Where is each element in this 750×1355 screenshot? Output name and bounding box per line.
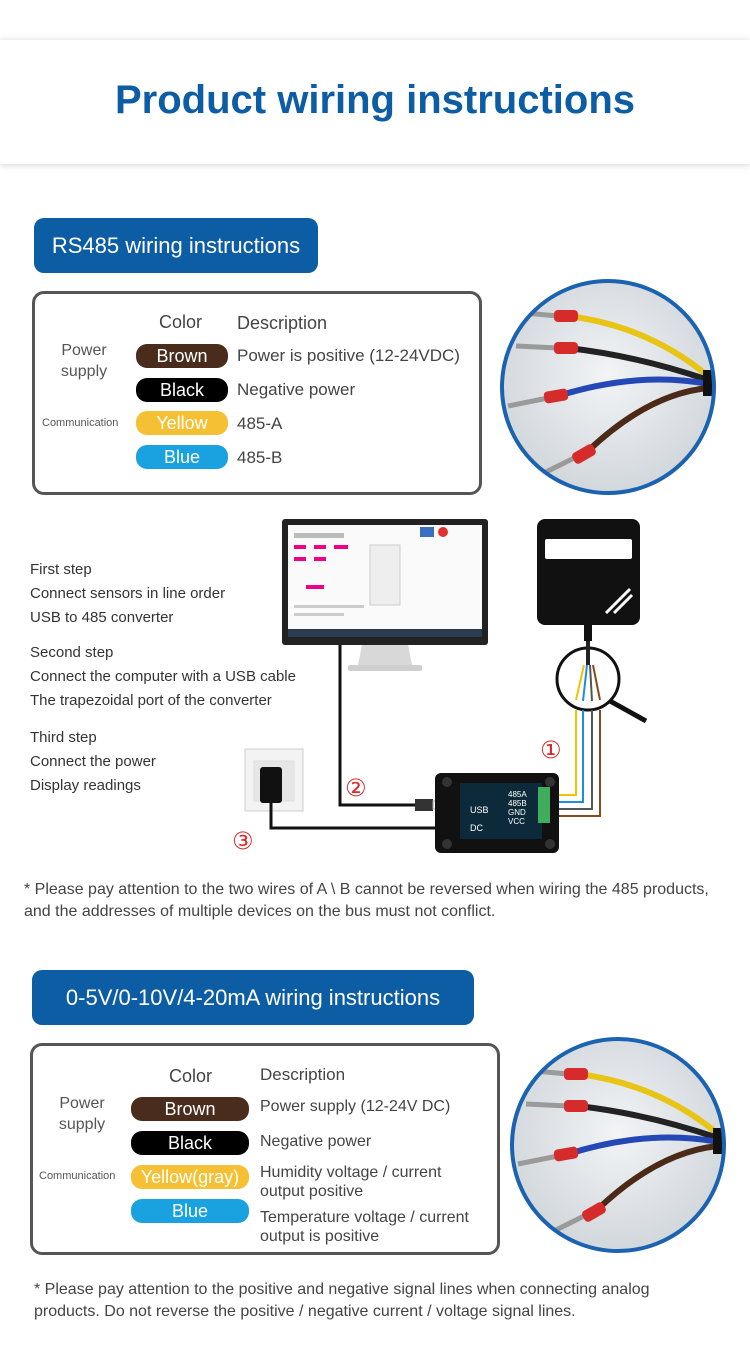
usb-485-converter-icon xyxy=(435,773,559,853)
port-485b-label: 485B xyxy=(508,799,527,808)
communication-group-label: Communication xyxy=(39,1170,116,1182)
rs485-section-heading: RS485 wiring instructions xyxy=(34,218,318,273)
black-wire-description: Negative power xyxy=(237,380,356,399)
third-step-title: Third step xyxy=(30,729,97,746)
rs485-wire-table: Color Description Power supply Communica… xyxy=(32,291,482,495)
color-column-header: Color xyxy=(159,312,203,332)
black-wire-description: Negative power xyxy=(260,1133,372,1150)
power-supply-group-label: Power supply xyxy=(58,1095,106,1133)
step-marker-3: ③ xyxy=(232,827,254,855)
third-step-line-1: Connect the power xyxy=(30,753,156,770)
sensor-device-icon xyxy=(537,519,640,641)
step-marker-2: ② xyxy=(345,774,367,802)
description-column-header: Description xyxy=(260,1065,346,1084)
magnifier-icon xyxy=(555,641,648,724)
color-column-header: Color xyxy=(169,1066,213,1086)
yellow-wire-description: 485-A xyxy=(237,414,283,433)
black-wire-pill: Black xyxy=(131,1131,249,1155)
power-adapter-icon xyxy=(244,748,304,812)
page-title: Product wiring instructions xyxy=(114,78,636,122)
yellow-wire-description: Humidity voltage / current output positi… xyxy=(260,1164,442,1200)
brown-wire-pill: Brown xyxy=(131,1097,249,1121)
yellow-wire-pill: Yellow xyxy=(136,411,228,435)
converter-dc-label: DC xyxy=(470,823,483,833)
description-column-header: Description xyxy=(237,313,328,333)
wires-photo-circle-analog xyxy=(510,1037,726,1253)
second-step-line-1: Connect the computer with a USB cable xyxy=(30,668,296,685)
brown-wire-pill: Brown xyxy=(136,344,228,368)
first-step-title: First step xyxy=(30,561,92,578)
port-gnd-label: GND xyxy=(508,808,526,817)
blue-wire-description: Temperature voltage / current output is … xyxy=(260,1209,469,1245)
analog-wire-table: Color Description Power supply Communica… xyxy=(30,1043,500,1255)
power-supply-group-label: Power supply xyxy=(60,342,108,380)
blue-wire-pill: Blue xyxy=(131,1199,249,1223)
second-step-title: Second step xyxy=(30,644,114,661)
blue-wire-description: 485-B xyxy=(237,448,283,467)
wiring-diagram: USB DC 485A 485B GND VCC ① ② ③ xyxy=(232,519,648,855)
converter-usb-label: USB xyxy=(470,805,489,815)
first-step-line-1: Connect sensors in line order xyxy=(30,585,226,602)
wires-photo-circle xyxy=(500,279,716,495)
rs485-warning-note: * Please pay attention to the two wires … xyxy=(24,881,709,920)
first-step-line-2: USB to 485 converter xyxy=(30,609,174,626)
third-step-line-2: Display readings xyxy=(30,777,141,794)
computer-monitor-icon xyxy=(282,519,488,671)
header-band xyxy=(0,40,750,164)
port-485a-label: 485A xyxy=(508,790,527,799)
port-vcc-label: VCC xyxy=(508,817,525,826)
analog-warning-note: * Please pay attention to the positive a… xyxy=(34,1281,650,1320)
black-wire-pill: Black xyxy=(136,378,228,402)
yellow-wire-pill: Yellow(gray) xyxy=(131,1165,249,1189)
brown-wire-description: Power is positive (12-24VDC) xyxy=(237,346,460,365)
communication-group-label: Communication xyxy=(42,417,119,429)
brown-wire-description: Power supply (12-24V DC) xyxy=(260,1098,451,1115)
second-step-line-2: The trapezoidal port of the converter xyxy=(30,692,272,709)
step-marker-1: ① xyxy=(540,736,562,764)
analog-section-heading: 0-5V/0-10V/4-20mA wiring instructions xyxy=(32,970,474,1025)
blue-wire-pill: Blue xyxy=(136,445,228,469)
